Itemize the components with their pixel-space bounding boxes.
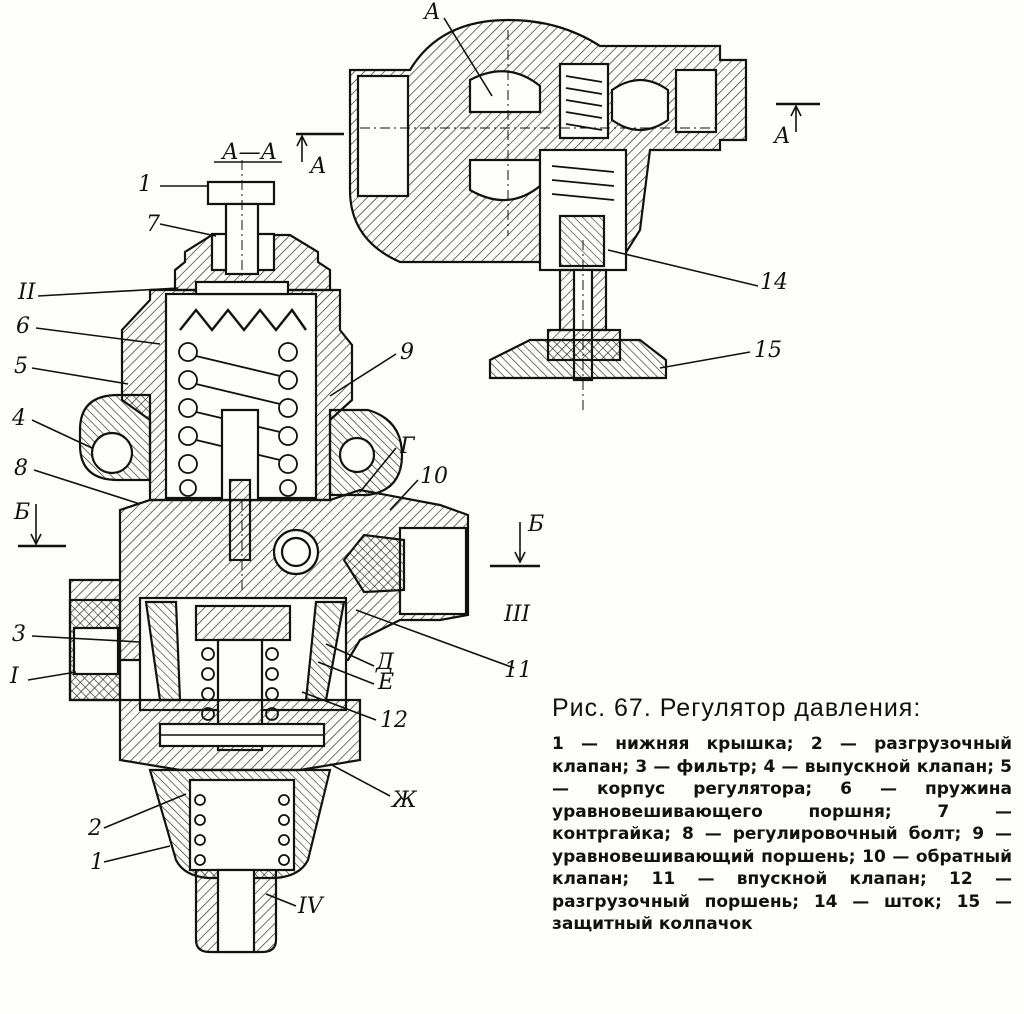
label-e: Е <box>378 670 395 695</box>
label-14: 14 <box>760 270 788 295</box>
label-2: 2 <box>88 816 102 841</box>
label-iii: III <box>504 602 531 627</box>
label-8: 8 <box>14 456 28 481</box>
label-section-aa: А—А <box>222 140 278 165</box>
label-9: 9 <box>400 340 414 365</box>
label-section-a-left: А <box>310 154 327 179</box>
main-regulator-section <box>68 160 470 954</box>
label-7: 7 <box>146 212 160 237</box>
label-g: Г <box>400 434 415 459</box>
label-zh: Ж <box>392 788 417 813</box>
label-4: 4 <box>12 406 26 431</box>
label-iv: IV <box>298 894 323 919</box>
label-section-a-top: А <box>424 0 441 25</box>
label-d: Д <box>376 650 394 675</box>
label-12: 12 <box>380 708 408 733</box>
label-ii: II <box>18 280 36 305</box>
label-15: 15 <box>754 338 782 363</box>
label-b-left: Б <box>14 500 31 525</box>
label-10: 10 <box>420 464 448 489</box>
label-1: 1 <box>90 850 104 875</box>
label-3: 3 <box>12 622 26 647</box>
caption-legend: 1 — нижняя крышка; 2 — разгрузочный клап… <box>552 734 1012 934</box>
label-5: 5 <box>14 354 28 379</box>
label-section-a-right: А <box>774 124 791 149</box>
section-aa-view <box>348 18 748 410</box>
label-i: I <box>10 664 19 689</box>
leader-lines <box>18 17 820 907</box>
caption-title: Рис. 67. Регулятор давления: <box>552 694 922 722</box>
figure-caption: Рис. 67. Регулятор давления: 1 — нижняя … <box>552 694 1012 936</box>
label-b-right: Б <box>528 512 545 537</box>
label-1-top: 1 <box>138 172 152 197</box>
label-11: 11 <box>504 658 532 683</box>
label-6: 6 <box>16 314 30 339</box>
